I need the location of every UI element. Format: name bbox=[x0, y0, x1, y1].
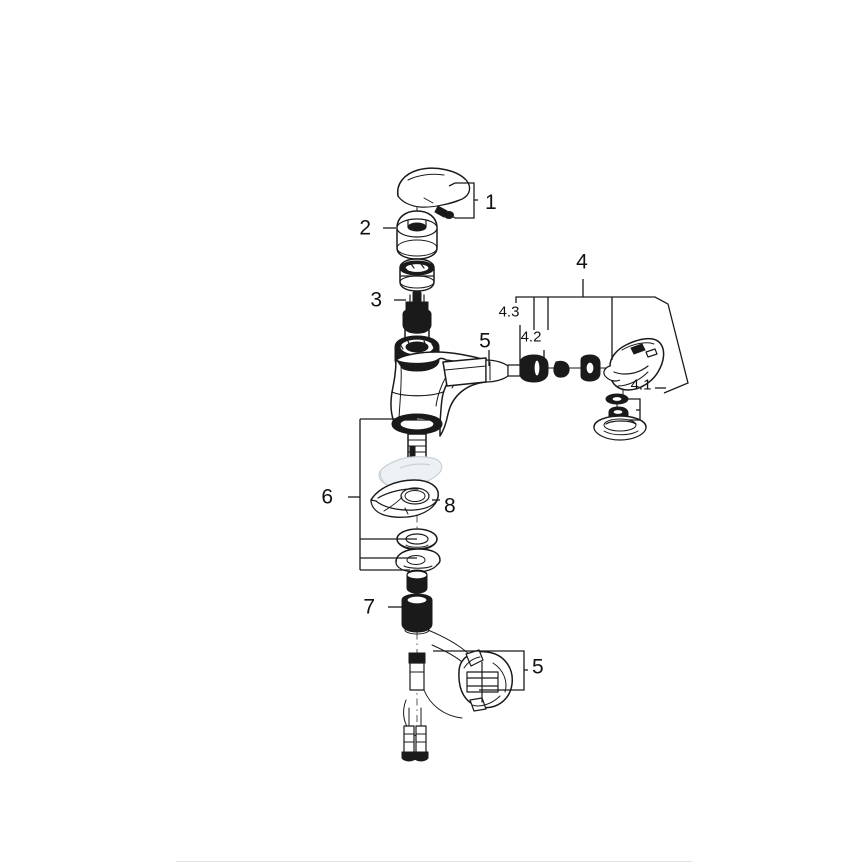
part-pull-out-hose bbox=[485, 354, 557, 383]
part-mounting-plate bbox=[370, 479, 439, 518]
bracket-1 bbox=[448, 182, 478, 219]
bracket-5b bbox=[433, 650, 528, 691]
callout-label-8: 8 bbox=[444, 494, 456, 518]
part-cap-ring bbox=[399, 258, 435, 292]
footer-divider bbox=[176, 861, 692, 862]
part-spray-head bbox=[603, 337, 665, 398]
part-handle-cap bbox=[396, 210, 438, 260]
bracket-4-group bbox=[515, 279, 689, 394]
bracket-4-1 bbox=[628, 387, 666, 421]
part-hose-weight bbox=[458, 649, 513, 712]
part-stud-bolts bbox=[401, 707, 429, 762]
callout-label-7: 7 bbox=[363, 595, 375, 619]
part-spray-head-seals bbox=[593, 393, 647, 441]
part-hose-nut bbox=[580, 354, 611, 382]
callout-label-6: 6 bbox=[321, 485, 333, 509]
part-hose-sleeve bbox=[408, 652, 426, 691]
callout-label-2: 2 bbox=[359, 216, 371, 240]
part-shaped-washer bbox=[395, 548, 441, 573]
callout-label-5-hose: 5 bbox=[479, 329, 491, 353]
part-lever-handle bbox=[396, 167, 471, 219]
part-faucet-body bbox=[390, 335, 487, 485]
callout-label-3: 3 bbox=[370, 288, 382, 312]
part-ball-seal bbox=[553, 360, 582, 378]
callout-label-4: 4 bbox=[576, 250, 588, 274]
callout-label-4-1: 4.1 bbox=[630, 376, 652, 394]
callout-label-4-2: 4.2 bbox=[520, 328, 542, 346]
callout-label-1: 1 bbox=[485, 191, 497, 214]
part-guide-nut bbox=[401, 593, 433, 635]
callout-label-4-3: 4.3 bbox=[498, 303, 520, 321]
part-small-nut bbox=[406, 569, 428, 594]
bracket-6-group bbox=[348, 418, 417, 571]
callout-label-5-weight: 5 bbox=[532, 655, 544, 679]
